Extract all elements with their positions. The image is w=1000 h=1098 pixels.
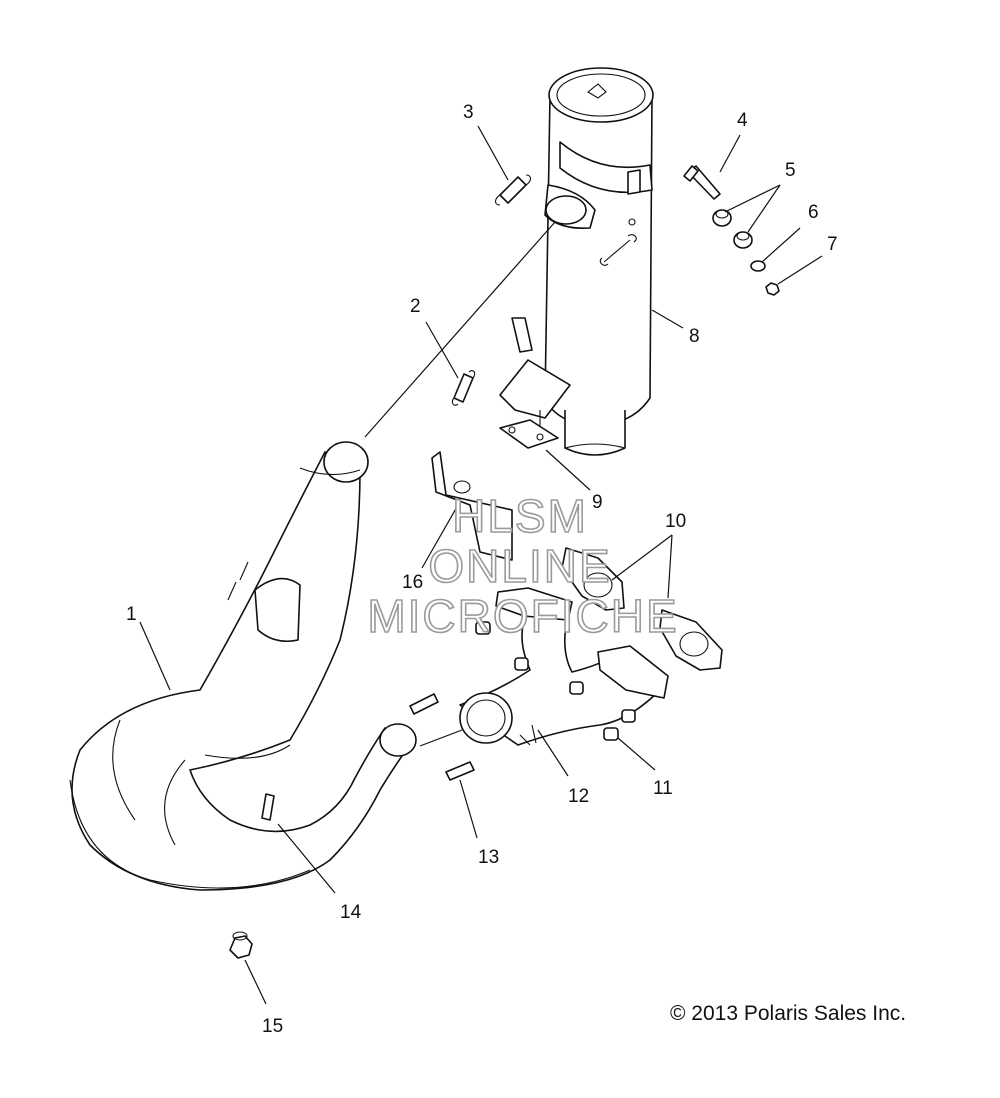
grommet-part-5a [712, 209, 732, 227]
watermark-line-3: MICROFICHE [367, 590, 678, 642]
callout-5: 5 [785, 160, 796, 181]
mount-bracket-part-16 [431, 451, 513, 561]
bracket-plate-part-9 [499, 419, 559, 449]
bolt-part-11a [475, 621, 491, 635]
callout-10: 10 [665, 511, 686, 532]
bolt-part-11c [569, 681, 584, 695]
exhaust-manifold-part-12 [459, 587, 669, 746]
washer-part-6 [750, 260, 766, 272]
bolt-part-11d [621, 709, 636, 723]
callout-16: 16 [402, 572, 423, 593]
bolt-part-4 [683, 165, 721, 200]
muffler-canister [499, 67, 654, 456]
nut-part-7 [765, 282, 780, 296]
watermark: HLSM ONLINE MICROFICHE [367, 489, 678, 643]
callout-4: 4 [737, 110, 748, 131]
spring-part-3 [494, 174, 532, 206]
assembly-line-chamber-to-manifold [419, 729, 463, 747]
gasket-part-10a [561, 547, 625, 611]
bolt-part-11b [514, 657, 529, 671]
watermark-line-1: HLSM [452, 490, 588, 542]
callout-6: 6 [808, 202, 819, 223]
copyright-notice: © 2013 Polaris Sales Inc. [670, 1002, 907, 1025]
callout-8: 8 [689, 326, 700, 347]
watermark-line-2: ONLINE [428, 540, 611, 592]
callout-14: 14 [340, 902, 362, 923]
callout-2: 2 [410, 296, 421, 317]
callout-9: 9 [592, 492, 603, 513]
callout-labels: 1 2 3 4 5 6 7 8 9 10 11 12 13 14 15 16 [126, 102, 838, 1037]
callout-3: 3 [463, 102, 474, 123]
spring-part-14 [261, 793, 275, 821]
expansion-chamber-part-1 [69, 441, 417, 891]
callout-11: 11 [653, 778, 673, 799]
spring-part-13 [409, 693, 475, 781]
assembly-line-chamber-to-muffler [364, 221, 556, 438]
callout-7: 7 [827, 234, 838, 255]
drain-plug-part-15 [229, 931, 253, 959]
grommet-part-5b [733, 231, 753, 249]
leader-lines [139, 125, 823, 1005]
spring-part-2 [451, 370, 476, 406]
callout-1: 1 [126, 604, 137, 625]
callout-13: 13 [478, 847, 499, 868]
gasket-part-10b [659, 609, 723, 671]
callout-15: 15 [262, 1016, 283, 1037]
callout-12: 12 [568, 786, 589, 807]
bolt-part-11e [603, 727, 619, 741]
